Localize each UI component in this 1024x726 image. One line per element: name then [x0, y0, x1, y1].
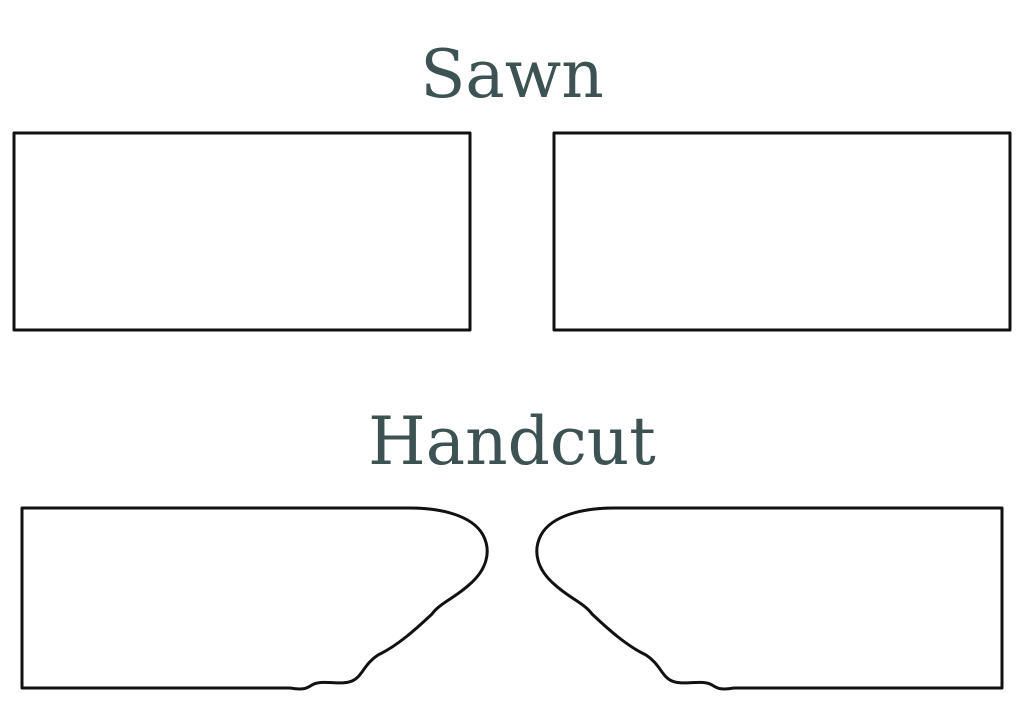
sawn-heading: Sawn — [420, 36, 604, 113]
handcut-section: Handcut — [20, 403, 1004, 691]
sawn-left-block — [12, 131, 472, 332]
handcut-right-block — [535, 506, 1004, 691]
sawn-section: Sawn — [12, 36, 1012, 332]
handcut-left-block — [20, 506, 489, 691]
handcut-heading: Handcut — [368, 403, 656, 480]
sawn-right-block — [552, 131, 1012, 332]
